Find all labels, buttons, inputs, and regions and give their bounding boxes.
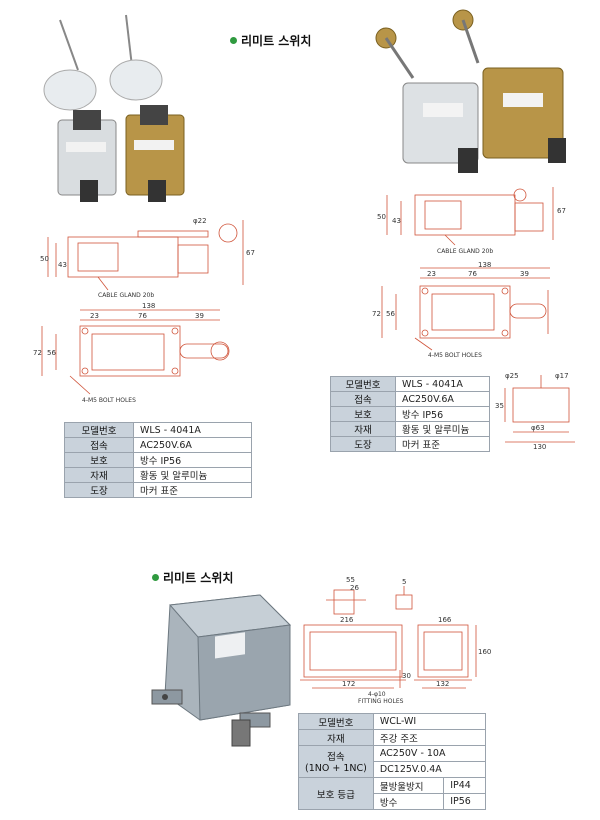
section3-title: 리미트 스위치 xyxy=(152,569,233,586)
dim-26-label: 26 xyxy=(350,584,359,592)
table-row: 보호 등급 물방울방지 IP44 xyxy=(298,777,486,810)
table-row: 방수 IP56 xyxy=(299,793,486,810)
table-row: 접속 (1NO + 1NC) AC250V - 10A xyxy=(298,745,487,778)
dim-72-label: 72 xyxy=(33,349,42,357)
fitting-holes-label: FITTING HOLES xyxy=(358,698,404,705)
dimension-drawing-top-view-1: 138 23 76 39 72 56 4-M5 BOLT HOLES xyxy=(30,300,250,405)
dim-30-label: 30 xyxy=(402,672,411,680)
table-row: 모델번호 WCL-WI xyxy=(298,713,487,730)
bullet-dot-icon xyxy=(230,37,237,44)
dimension-drawing-cast-box: 55 26 5 216 166 160 30 172 132 4-φ10 FIT… xyxy=(296,570,491,705)
dimension-drawing-side-view-1: φ22 50 43 67 CABLE GLAND 20b xyxy=(38,215,258,300)
dim-35-label: 35 xyxy=(495,402,504,410)
dimension-drawing-roller-detail: φ25 φ17 35 φ63 130 xyxy=(495,360,585,451)
dim-23-label: 23 xyxy=(427,270,436,278)
table-row: DC125V.0.4A xyxy=(299,761,487,778)
dim-76-label: 76 xyxy=(468,270,477,278)
dim-43-label: 43 xyxy=(392,217,401,225)
dim-50-label: 50 xyxy=(40,255,49,263)
table-row: 자재 주강 주조 xyxy=(298,729,487,746)
dim-216-label: 216 xyxy=(340,616,354,624)
dim-67-label: 67 xyxy=(246,249,255,257)
dim-23-label: 23 xyxy=(90,312,99,320)
dim-160-label: 160 xyxy=(478,648,491,656)
dim-56-label: 56 xyxy=(386,310,395,318)
dim-166-label: 166 xyxy=(438,616,452,624)
dim-67-label: 67 xyxy=(557,207,566,215)
spec-table-3: 모델번호 WCL-WI 자재 주강 주조 접속 (1NO + 1NC) AC25… xyxy=(298,713,487,810)
dim-50-label: 50 xyxy=(377,213,386,221)
cable-gland-label: CABLE GLAND 20b xyxy=(98,292,154,299)
dim-56-label: 56 xyxy=(47,349,56,357)
dim-phi25-label: φ25 xyxy=(505,372,519,380)
bolt-holes-label: 4-M5 BOLT HOLES xyxy=(82,397,136,404)
dim-72-label: 72 xyxy=(372,310,381,318)
bolt-holes-label: 4-M5 BOLT HOLES xyxy=(428,352,482,359)
product-photo-roller-switches xyxy=(368,8,578,183)
dim-5-label: 5 xyxy=(402,578,406,586)
dim-phi22-label: φ22 xyxy=(193,217,207,225)
product-photo-lever-switches xyxy=(38,10,203,215)
cable-gland-label: CABLE GLAND 20b xyxy=(437,248,493,255)
dim-76-label: 76 xyxy=(138,312,147,320)
product-photo-cast-box xyxy=(140,585,300,755)
section1-title: 리미트 스위치 xyxy=(230,32,311,49)
dim-phi63-label: φ63 xyxy=(531,424,545,432)
dim-phi17-label: φ17 xyxy=(555,372,569,380)
dim-39-label: 39 xyxy=(520,270,529,278)
dim-132-label: 132 xyxy=(436,680,449,688)
dim-55-label: 55 xyxy=(346,576,355,584)
dim-138-label: 138 xyxy=(142,302,155,310)
dim-39-label: 39 xyxy=(195,312,204,320)
dim-172-label: 172 xyxy=(342,680,355,688)
dimension-drawing-top-view-2: 138 23 76 39 72 56 4-M5 BOLT HOLES xyxy=(370,261,570,362)
bullet-dot-icon xyxy=(152,574,159,581)
dim-138-label: 138 xyxy=(478,262,491,269)
dimension-drawing-side-view-2: 50 43 67 CABLE GLAND 20b xyxy=(375,185,570,255)
dim-43-label: 43 xyxy=(58,261,67,269)
dim-130-label: 130 xyxy=(533,443,546,450)
fitting-holes-count-label: 4-φ10 xyxy=(368,691,386,698)
